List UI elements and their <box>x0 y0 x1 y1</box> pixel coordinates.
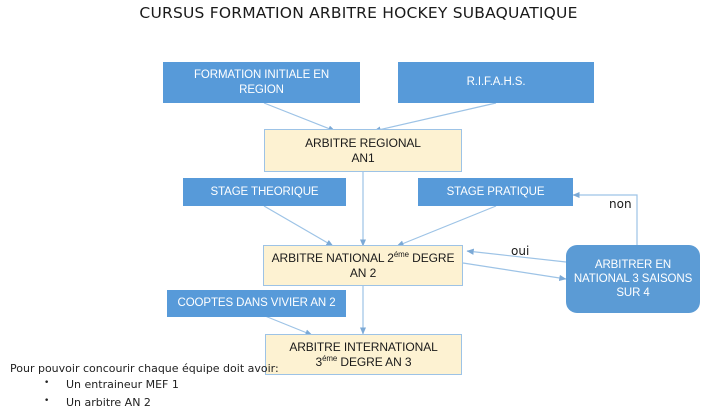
edge-cooptes-to-international <box>264 315 313 336</box>
footnote-block: Pour pouvoir concourir chaque équipe doi… <box>10 362 279 414</box>
edge-theorique-to-national <box>263 205 334 247</box>
superscript-eme: éme <box>322 353 338 363</box>
node-rifahs[interactable]: R.I.F.A.H.S. <box>398 62 594 103</box>
edge-pratique-to-national <box>396 205 497 247</box>
footnote-item: Un entraineur MEF 1 <box>44 378 279 391</box>
edge-formation-to-regional <box>263 102 336 132</box>
node-label: COOPTES DANS VIVIER AN 2 <box>177 297 336 310</box>
node-label: STAGE PRATIQUE <box>446 185 545 198</box>
edge-label-non: non <box>609 197 632 211</box>
footnote-item: Un arbitre AN 2 <box>44 396 279 409</box>
edge-label-oui: oui <box>511 244 530 258</box>
node-stage-pratique[interactable]: STAGE PRATIQUE <box>418 178 573 206</box>
superscript-eme: éme <box>393 249 409 259</box>
node-stage-theorique[interactable]: STAGE THEORIQUE <box>183 178 346 206</box>
page-title: CURSUS FORMATION ARBITRE HOCKEY SUBAQUAT… <box>139 4 578 22</box>
node-label: STAGE THEORIQUE <box>210 185 319 198</box>
footnote-heading: Pour pouvoir concourir chaque équipe doi… <box>10 362 279 375</box>
edge-national-to-arbitrer-oui <box>462 262 567 282</box>
node-label: R.I.F.A.H.S. <box>466 76 526 89</box>
node-cooptes-dans-vivier[interactable]: COOPTES DANS VIVIER AN 2 <box>167 290 346 317</box>
edge-rifahs-to-regional <box>373 102 497 133</box>
footnote-list: Un entraineur MEF 1 Un arbitre AN 2 <box>10 378 279 409</box>
